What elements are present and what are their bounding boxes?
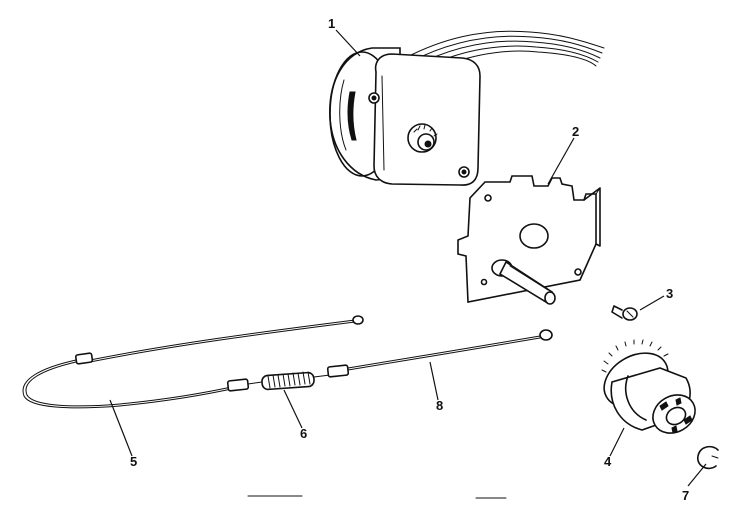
callout-8: 8 — [436, 398, 443, 413]
leader-lines — [109, 29, 707, 487]
cable-icon — [22, 315, 364, 409]
stepper-motor-icon — [329, 30, 605, 186]
callout-2: 2 — [572, 124, 579, 139]
callout-3: 3 — [666, 286, 673, 301]
callout-labels: 1 2 3 4 5 6 7 8 — [130, 16, 689, 503]
mounting-bracket-icon — [457, 175, 601, 305]
callout-7: 7 — [682, 488, 689, 503]
callout-6: 6 — [300, 426, 307, 441]
drive-pulley-icon — [601, 339, 696, 434]
callout-1: 1 — [328, 16, 335, 31]
callout-4: 4 — [604, 454, 612, 469]
e-ring-icon — [697, 445, 719, 470]
cable-icon — [326, 329, 553, 378]
tension-spring-icon — [247, 371, 331, 391]
screw-icon — [611, 305, 638, 321]
callout-5: 5 — [130, 454, 137, 469]
baseline-marks — [247, 495, 507, 499]
